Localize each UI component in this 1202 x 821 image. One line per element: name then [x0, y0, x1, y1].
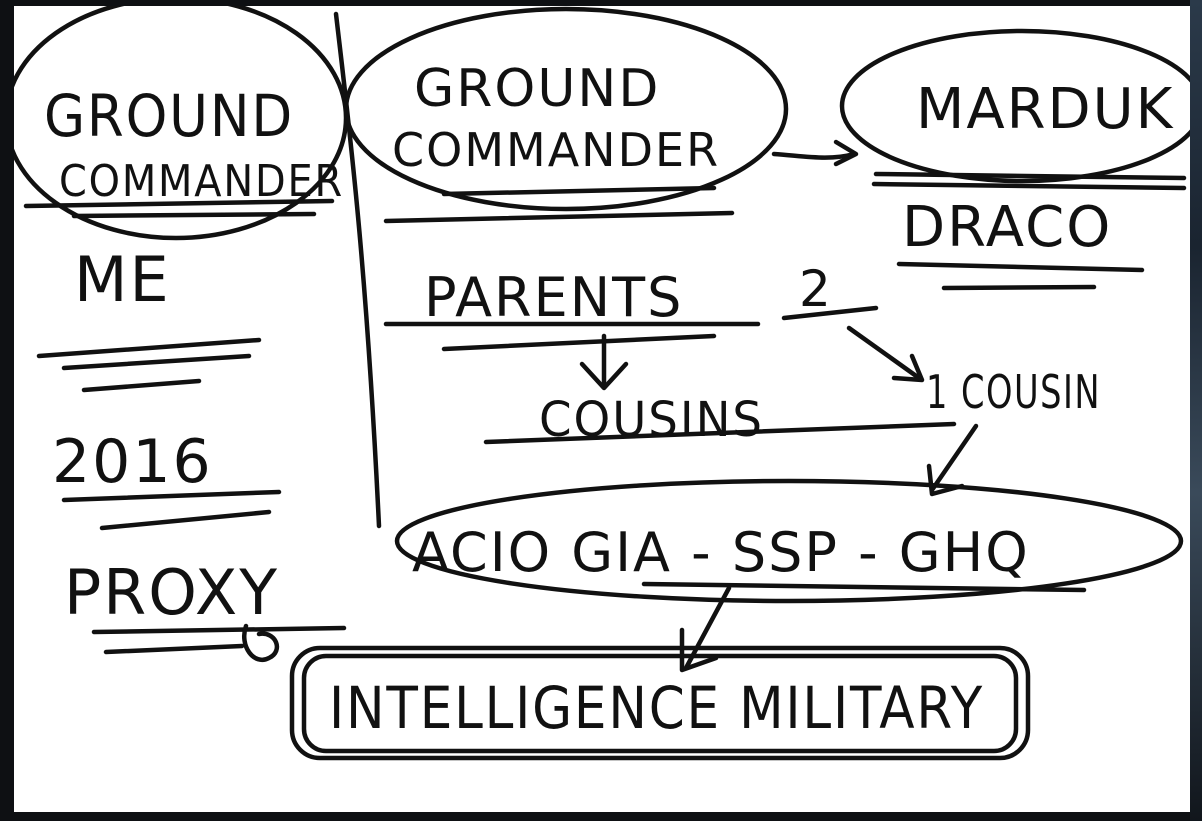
- me-label: ME: [74, 243, 171, 316]
- parents-underline-3: [781, 305, 879, 321]
- divider-line: [23, 198, 335, 209]
- ground-commander-center-line2: COMMANDER: [392, 123, 720, 177]
- me-underline-2: [61, 353, 252, 371]
- parents-underline-2: [441, 333, 717, 352]
- draco-underline-1: [896, 261, 1145, 273]
- ground-commander-left-line2: COMMANDER: [59, 156, 344, 207]
- ground-commander-center-ellipse: [343, 6, 789, 212]
- proxy-underline-2: [103, 643, 245, 655]
- underline: [71, 211, 317, 219]
- diagram-canvas: GROUND COMMANDER ME 2016 PROXY GROUND CO…: [14, 6, 1190, 761]
- acio-underline: [641, 581, 1087, 593]
- draco-label: DRACO: [902, 195, 1112, 260]
- whiteboard: GROUND COMMANDER ME 2016 PROXY GROUND CO…: [14, 6, 1190, 812]
- background-strip: [1190, 0, 1202, 821]
- intelligence-military-box-inner: [301, 653, 1019, 754]
- marduk-ellipse: [839, 28, 1190, 184]
- column-separator: [333, 11, 382, 529]
- arrowhead-marduk: [833, 139, 859, 167]
- marduk-underline-2: [871, 181, 1187, 191]
- ground-commander-center-line1: GROUND: [414, 59, 660, 119]
- arrowhead-intelligence: [679, 627, 719, 673]
- arrowhead-one-cousin: [891, 353, 925, 383]
- cousins-underline: [483, 421, 957, 445]
- arrow-to-acio: [929, 423, 979, 493]
- arrow-to-marduk: [771, 151, 857, 160]
- marduk-label: MARDUK: [916, 77, 1174, 142]
- center-underline-2: [383, 210, 735, 224]
- arrowhead-acio: [926, 463, 965, 497]
- proxy-label: PROXY: [64, 556, 279, 629]
- acio-chain-ellipse: [394, 478, 1184, 604]
- year-underline-1: [61, 489, 282, 503]
- arrow-to-one-cousin: [846, 325, 922, 381]
- year-label: 2016: [52, 427, 213, 497]
- marduk-underline-1: [873, 171, 1187, 181]
- arrowhead-cousins: [579, 361, 629, 391]
- acio-chain-label: ACIO GIA - SSP - GHQ: [412, 521, 1030, 584]
- intelligence-military-label: INTELLIGENCE MILITARY: [329, 674, 984, 742]
- intelligence-military-box: [289, 645, 1031, 761]
- one-cousin-label: 1 COUSIN: [926, 365, 1101, 419]
- me-underline-1: [36, 337, 262, 359]
- center-underline-1: [441, 185, 717, 197]
- proxy-connector-loop: [242, 623, 280, 662]
- draco-underline-2: [941, 284, 1097, 291]
- ground-commander-left-line1: GROUND: [44, 82, 294, 150]
- year-underline-2: [99, 509, 272, 531]
- parents-label: PARENTS: [424, 266, 683, 329]
- me-underline-3: [81, 378, 202, 393]
- parents-count: 2: [799, 260, 833, 318]
- proxy-underline-1: [91, 625, 347, 635]
